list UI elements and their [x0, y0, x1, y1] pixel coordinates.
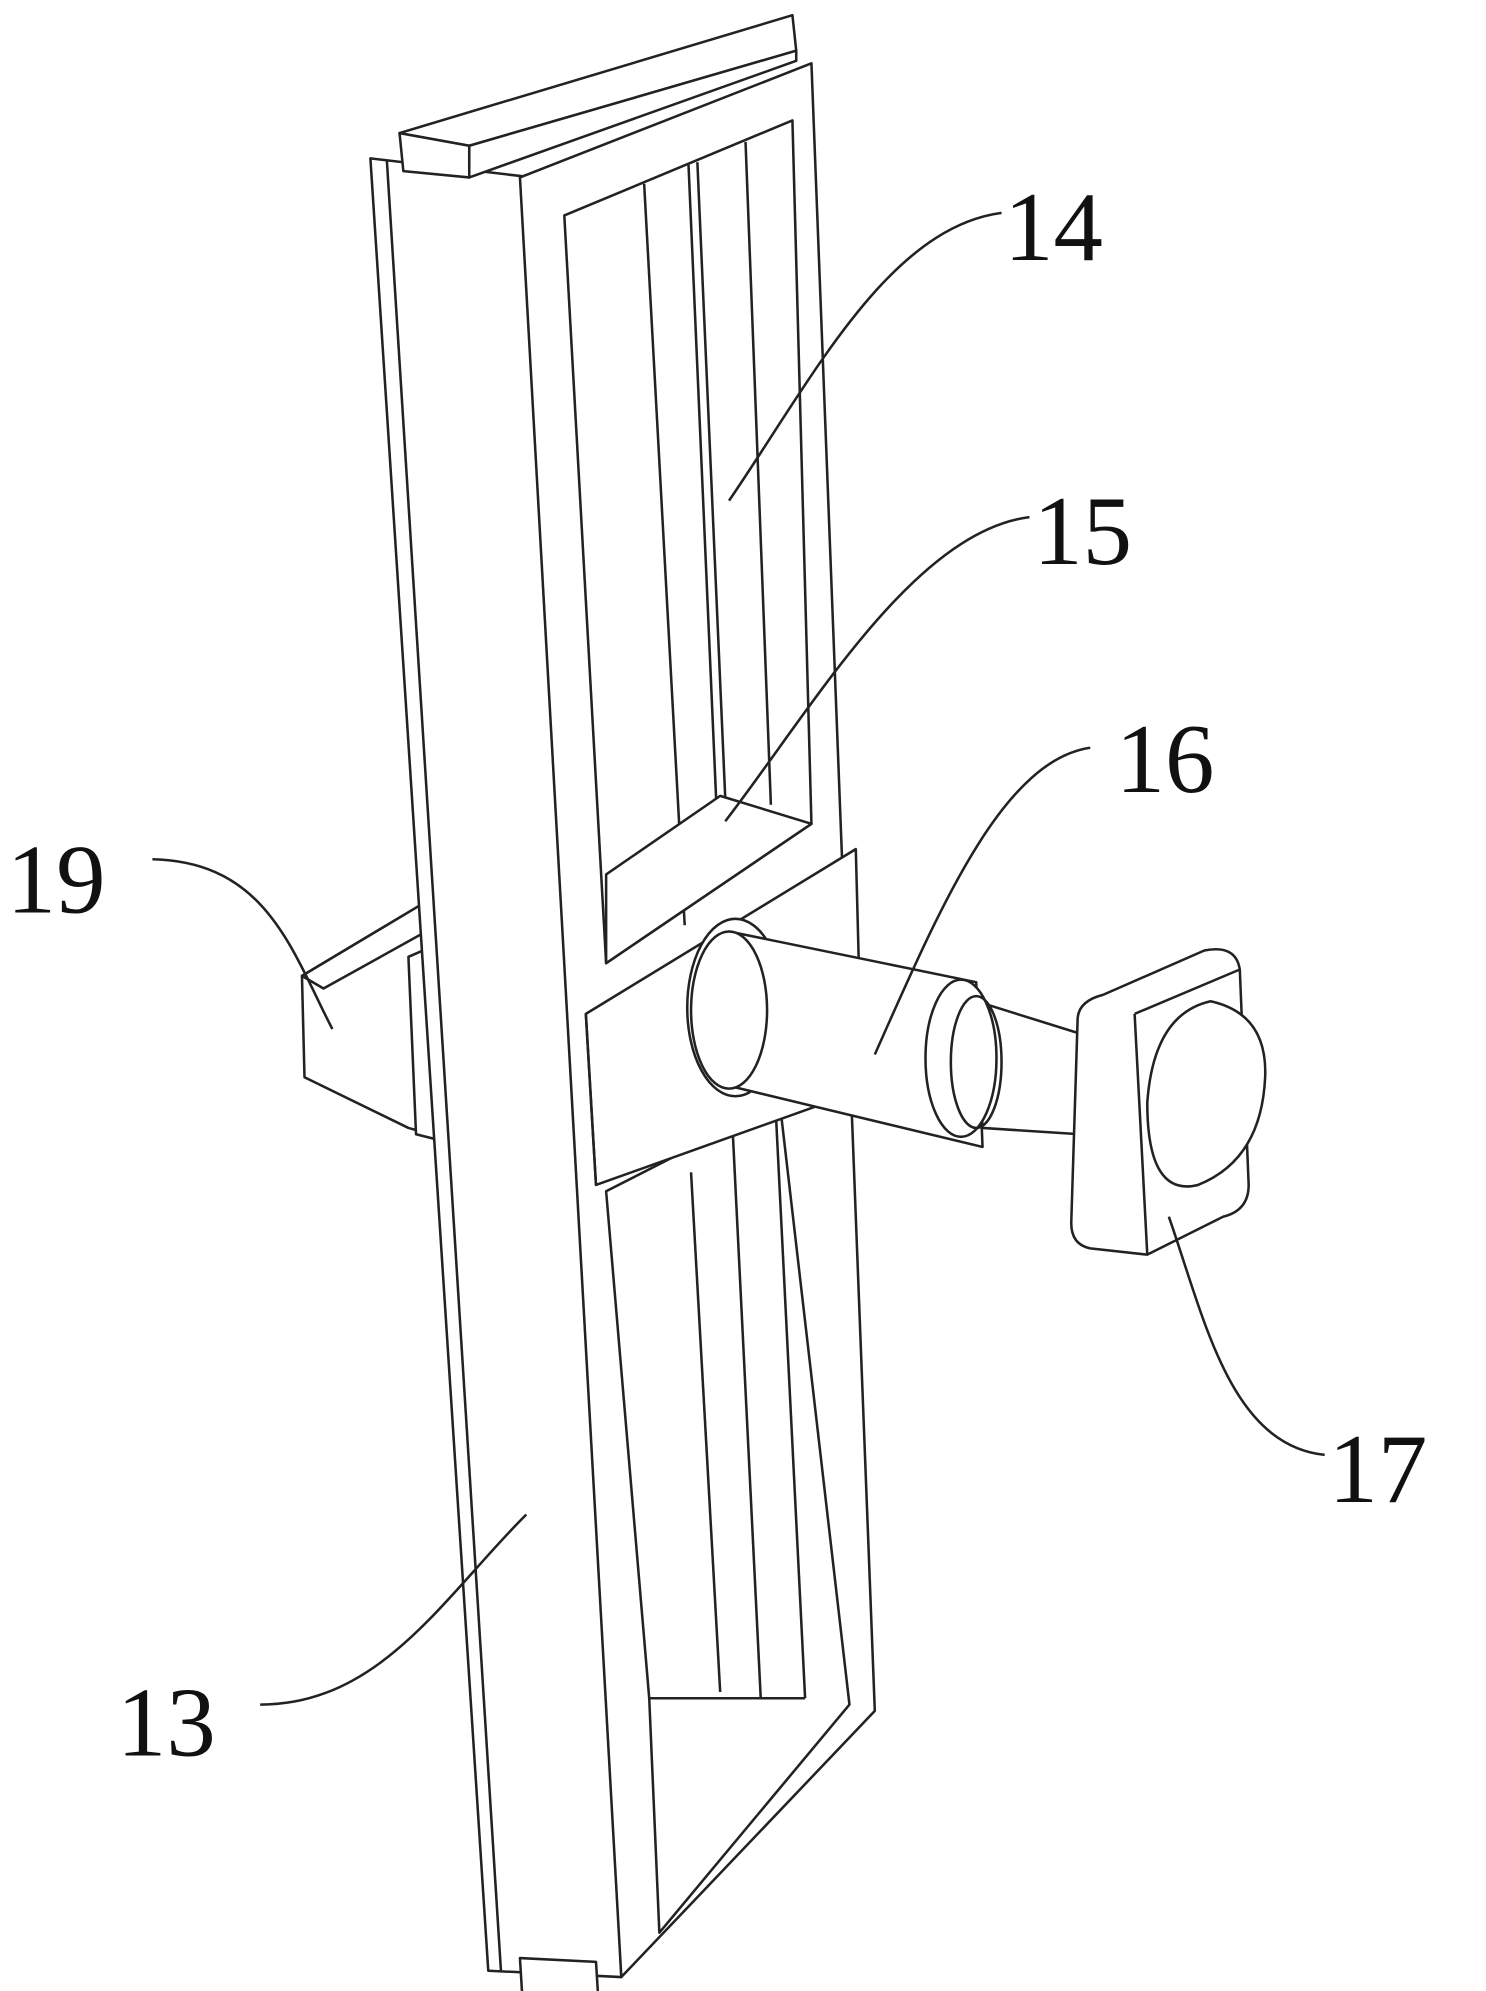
label-19: 19 — [7, 825, 106, 934]
camera-17 — [1071, 949, 1265, 1254]
label-13: 13 — [117, 1668, 216, 1777]
label-15: 15 — [1033, 477, 1132, 586]
label-17: 17 — [1329, 1415, 1428, 1524]
label-14: 14 — [1004, 173, 1103, 282]
label-16: 16 — [1116, 705, 1215, 814]
